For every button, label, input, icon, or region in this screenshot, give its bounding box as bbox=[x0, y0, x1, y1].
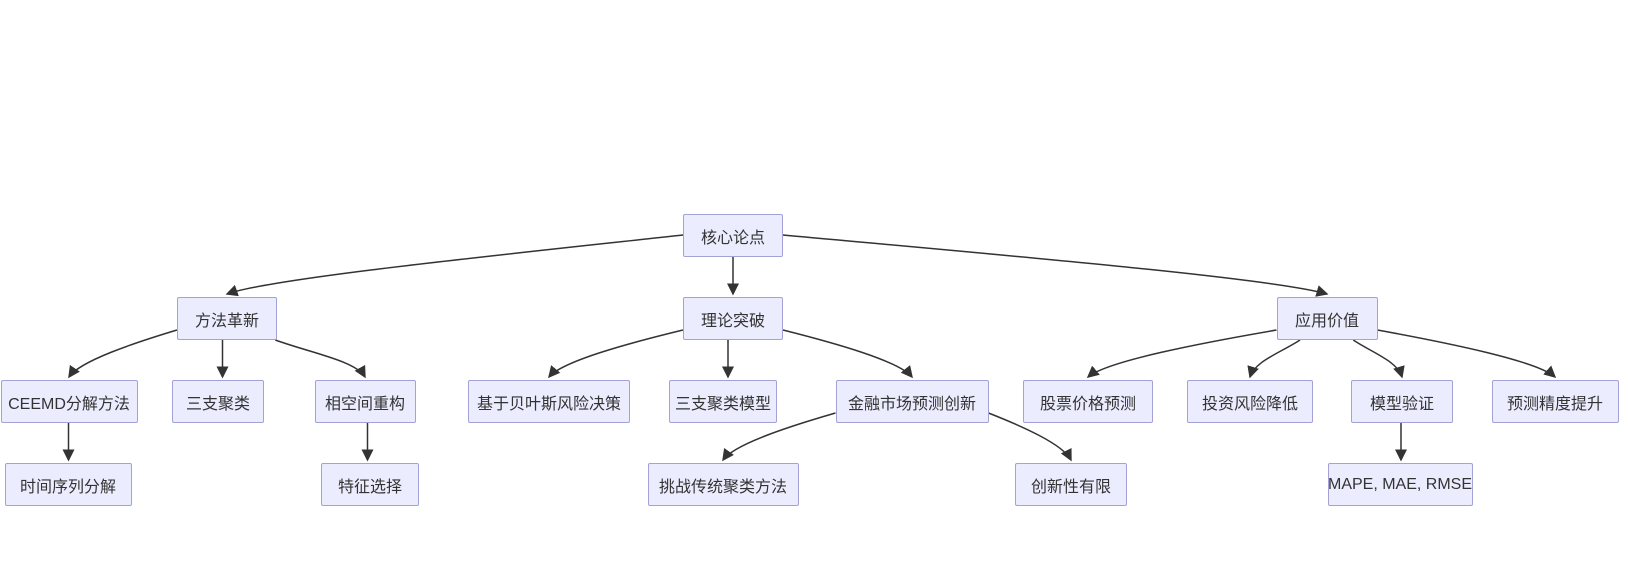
node-label: 核心论点 bbox=[700, 229, 765, 247]
edge-application-to-invest-risk bbox=[1247, 339, 1301, 379]
edge-core-to-method bbox=[225, 234, 684, 297]
node-core: 核心论点 bbox=[683, 214, 783, 257]
node-label: 股票价格预测 bbox=[1039, 395, 1136, 413]
node-label: 方法革新 bbox=[194, 312, 259, 330]
edge-application-to-precision bbox=[1377, 329, 1557, 379]
node-method: 方法革新 bbox=[177, 297, 277, 340]
node-three-way-model: 三支聚类模型 bbox=[669, 380, 777, 423]
node-label: 投资风险降低 bbox=[1201, 395, 1298, 413]
node-label: 模型验证 bbox=[1369, 395, 1434, 413]
node-label: 创新性有限 bbox=[1030, 478, 1111, 496]
edge-theory-to-bayes bbox=[548, 329, 684, 379]
node-label: MAPE, MAE, RMSE bbox=[1327, 475, 1473, 493]
edge-method-to-phase-space bbox=[275, 339, 366, 379]
edge-core-to-application bbox=[782, 234, 1329, 297]
node-label: 三支聚类模型 bbox=[674, 395, 771, 413]
node-application: 应用价值 bbox=[1276, 297, 1378, 340]
node-label: 相空间重构 bbox=[324, 395, 405, 413]
edge-application-to-model-valid bbox=[1352, 339, 1405, 379]
node-feature-sel: 特征选择 bbox=[321, 463, 419, 506]
node-limited: 创新性有限 bbox=[1015, 463, 1127, 506]
edge-fin-market-to-limited bbox=[988, 412, 1072, 462]
node-label: 基于贝叶斯风险决策 bbox=[476, 395, 621, 413]
node-precision: 预测精度提升 bbox=[1491, 380, 1619, 423]
node-stock: 股票价格预测 bbox=[1023, 380, 1153, 423]
node-label: CEEMD分解方法 bbox=[8, 395, 130, 413]
node-label: 特征选择 bbox=[337, 478, 402, 496]
node-ts-decomp: 时间序列分解 bbox=[4, 463, 132, 506]
node-bayes: 基于贝叶斯风险决策 bbox=[468, 380, 630, 423]
edge-application-to-stock bbox=[1086, 329, 1277, 378]
edge-fin-market-to-challenge bbox=[722, 412, 836, 462]
node-three-way: 三支聚类 bbox=[172, 380, 264, 423]
node-label: 理论突破 bbox=[700, 312, 765, 330]
node-ceemd: CEEMD分解方法 bbox=[0, 380, 138, 423]
node-challenge: 挑战传统聚类方法 bbox=[647, 463, 799, 506]
node-label: 预测精度提升 bbox=[1506, 395, 1603, 413]
edge-method-to-ceemd bbox=[68, 329, 178, 379]
node-label: 时间序列分解 bbox=[19, 478, 116, 496]
edge-group bbox=[62, 234, 1557, 462]
node-invest-risk: 投资风险降低 bbox=[1187, 380, 1313, 423]
node-fin-market: 金融市场预测创新 bbox=[835, 380, 989, 423]
node-label: 金融市场预测创新 bbox=[847, 395, 976, 413]
node-metrics: MAPE, MAE, RMSE bbox=[1327, 463, 1473, 506]
node-theory: 理论突破 bbox=[683, 297, 783, 340]
edge-theory-to-fin-market bbox=[782, 329, 913, 379]
node-phase-space: 相空间重构 bbox=[314, 380, 416, 423]
node-label: 应用价值 bbox=[1294, 312, 1359, 330]
node-label: 挑战传统聚类方法 bbox=[658, 478, 787, 496]
node-model-valid: 模型验证 bbox=[1351, 380, 1453, 423]
node-label: 三支聚类 bbox=[185, 395, 250, 413]
